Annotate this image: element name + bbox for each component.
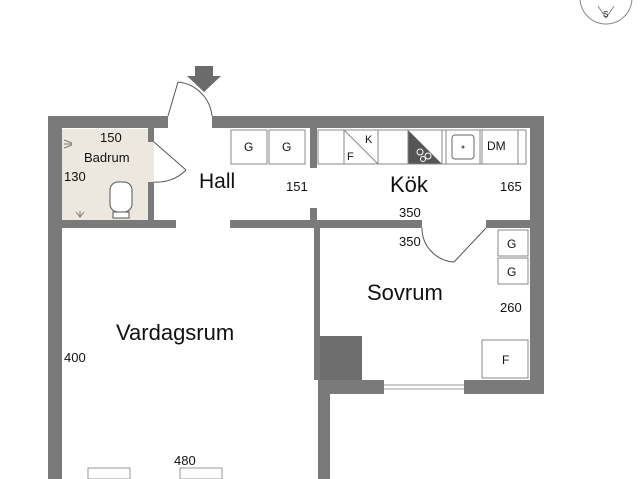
stove-icon bbox=[407, 129, 443, 165]
bedroom-wardrobes: G G bbox=[497, 229, 529, 285]
bathroom-door bbox=[153, 141, 187, 183]
sovrum-depth: 260 bbox=[500, 300, 522, 315]
vardagsrum-width: 480 bbox=[174, 453, 196, 468]
vardagsrum-label: Vardagsrum bbox=[116, 320, 234, 345]
entrance-arrow-icon bbox=[187, 66, 221, 92]
bedroom-door bbox=[421, 227, 487, 263]
bedroom-wardrobe-label: G bbox=[507, 237, 516, 251]
kok-label: Kök bbox=[390, 172, 429, 197]
kok-width: 350 bbox=[399, 205, 421, 220]
hall-dimension: 151 bbox=[286, 179, 308, 194]
toilet-icon bbox=[109, 181, 133, 219]
interior-walls bbox=[62, 128, 530, 380]
outer-walls bbox=[48, 116, 544, 479]
freezer-label: F bbox=[347, 151, 354, 163]
sovrum-label: Sovrum bbox=[367, 280, 443, 305]
hall-wardrobes: G G bbox=[230, 129, 306, 165]
badrum-width: 150 bbox=[100, 130, 122, 145]
hall-label: Hall bbox=[199, 170, 235, 193]
badrum-depth: 130 bbox=[64, 169, 86, 184]
entrance-door bbox=[167, 81, 213, 117]
badrum-label: Badrum bbox=[84, 150, 130, 165]
bedroom-cabinet-label: F bbox=[502, 353, 509, 367]
compass-south-label: S bbox=[603, 10, 608, 19]
shower-icon bbox=[63, 139, 73, 149]
dishwasher-label: DM bbox=[487, 139, 506, 153]
bedroom-cabinet bbox=[481, 339, 529, 379]
compass-icon: S bbox=[579, 0, 633, 25]
bedroom-wardrobe-label: G bbox=[507, 265, 516, 279]
windows bbox=[87, 380, 464, 479]
sovrum-width: 350 bbox=[399, 234, 421, 249]
drain-icon bbox=[75, 211, 85, 218]
hall-wardrobe-label: G bbox=[244, 140, 253, 154]
kok-depth: 165 bbox=[500, 179, 522, 194]
sink-icon bbox=[445, 129, 481, 165]
vardagsrum-depth: 400 bbox=[64, 350, 86, 365]
kitchen-counter: K F DM bbox=[317, 129, 527, 165]
bathroom-floor bbox=[62, 129, 154, 221]
fridge-label: K bbox=[365, 134, 373, 146]
hall-wardrobe-label: G bbox=[282, 140, 291, 154]
